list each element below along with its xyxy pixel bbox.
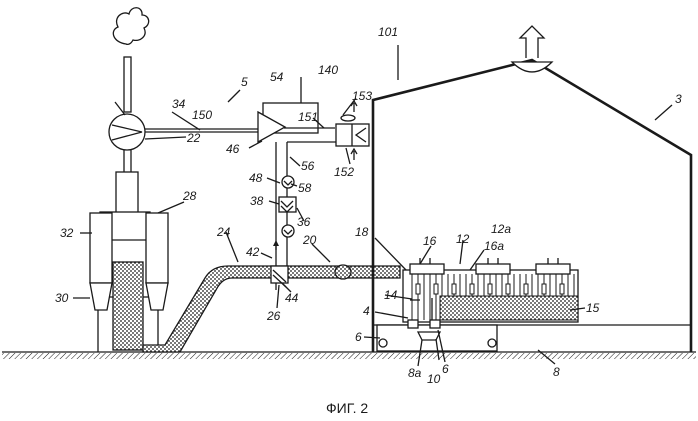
- label-38: 38: [250, 194, 264, 208]
- label-3: 3: [675, 92, 682, 106]
- label-153: 153: [352, 89, 372, 103]
- tray-clip: [452, 284, 456, 294]
- label-34: 34: [172, 97, 186, 111]
- reference-numerals: 101 3 5 140 54 34 150 151 153 22 46 152 …: [55, 25, 682, 386]
- label-151: 151: [298, 110, 318, 124]
- label-152: 152: [334, 165, 354, 179]
- label-140: 140: [318, 63, 338, 77]
- label-26: 26: [266, 309, 281, 323]
- label-12a: 12a: [491, 222, 511, 236]
- label-24: 24: [216, 225, 231, 239]
- tray-clip: [416, 284, 420, 294]
- tray-clip: [560, 284, 564, 294]
- label-32: 32: [60, 226, 74, 240]
- tray-base-15: [440, 296, 578, 320]
- roof-vent-arrow: [512, 26, 552, 72]
- label-6-right: 6: [442, 362, 449, 376]
- label-150: 150: [192, 108, 212, 122]
- chimney: [124, 57, 131, 112]
- label-22: 22: [186, 131, 201, 145]
- label-12: 12: [456, 232, 470, 246]
- smoke-plume: [113, 8, 148, 45]
- label-16: 16: [423, 234, 437, 248]
- heat-exchanger-152: [336, 101, 369, 160]
- ground: [2, 352, 696, 359]
- heat-circuit-140: [258, 103, 340, 290]
- figure-caption: ФИГ. 2: [326, 400, 368, 416]
- label-28: 28: [182, 189, 197, 203]
- label-4: 4: [363, 304, 370, 318]
- label-36: 36: [297, 215, 311, 229]
- label-30: 30: [55, 291, 69, 305]
- tray-clip: [488, 284, 492, 294]
- label-8: 8: [553, 365, 560, 379]
- label-14: 14: [384, 288, 398, 302]
- label-56: 56: [301, 159, 315, 173]
- label-44: 44: [285, 291, 299, 305]
- label-18: 18: [355, 225, 369, 239]
- tray-clip: [524, 284, 528, 294]
- label-16a: 16a: [484, 239, 504, 253]
- tray-clip: [506, 284, 510, 294]
- label-15: 15: [586, 301, 600, 315]
- label-42: 42: [246, 245, 260, 259]
- tray-clip: [542, 284, 546, 294]
- label-6-left: 6: [355, 330, 362, 344]
- label-101: 101: [378, 25, 398, 39]
- tray-clip: [434, 284, 438, 294]
- label-20: 20: [302, 233, 317, 247]
- label-10: 10: [427, 372, 441, 386]
- label-46: 46: [226, 142, 240, 156]
- label-48: 48: [249, 171, 263, 185]
- label-54: 54: [270, 70, 284, 84]
- label-58: 58: [298, 181, 312, 195]
- label-8a: 8a: [408, 366, 422, 380]
- label-5: 5: [241, 75, 248, 89]
- tray-clip: [470, 284, 474, 294]
